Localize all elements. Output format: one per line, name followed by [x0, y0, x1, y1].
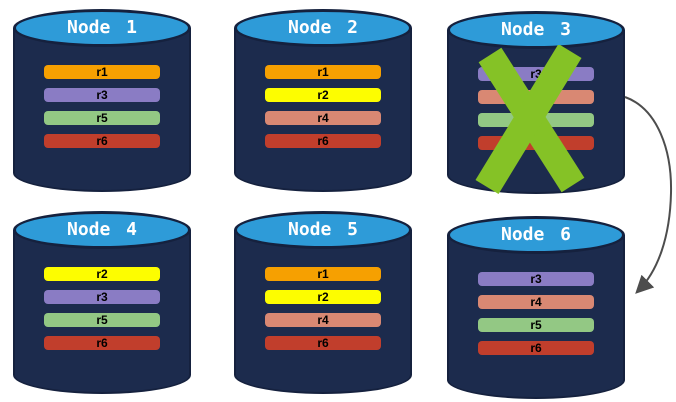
- replica-label: r6: [530, 341, 542, 355]
- replica-label: r2: [96, 267, 108, 281]
- replica-list: r2 r3 r5 r6: [44, 267, 160, 359]
- replica-bar-r6: r6: [44, 336, 160, 350]
- replica-bar-r5: r5: [44, 313, 160, 327]
- replica-label: r6: [317, 336, 329, 350]
- cylinder-top: Node 5: [234, 211, 412, 249]
- node-title: Node 6: [500, 224, 572, 245]
- replica-label: r6: [317, 134, 329, 148]
- node-5-cylinder: Node 5 r1 r2 r4 r6: [234, 211, 412, 394]
- replica-bar-r1: r1: [44, 65, 160, 79]
- replica-label: r1: [96, 65, 108, 79]
- replica-bar-r3: r3: [478, 272, 594, 286]
- replica-list: r1 r2 r4 r6: [265, 267, 381, 359]
- replica-label: r6: [96, 336, 108, 350]
- cylinder-top: Node 1: [13, 9, 191, 47]
- replica-bar-r2: r2: [265, 290, 381, 304]
- replica-label: r4: [317, 111, 329, 125]
- replica-label: r1: [317, 65, 329, 79]
- cylinder-top: Node 2: [234, 9, 412, 47]
- replica-label: r3: [530, 272, 542, 286]
- replica-list: r1 r2 r4 r6: [265, 65, 381, 157]
- replica-bar-r5: r5: [44, 111, 160, 125]
- replica-bar-r3: r3: [44, 290, 160, 304]
- node-4-cylinder: Node 4 r2 r3 r5 r6: [13, 211, 191, 394]
- replica-bar-r4: r4: [478, 295, 594, 309]
- cylinder-top: Node 4: [13, 211, 191, 249]
- replica-list: r1 r3 r5 r6: [44, 65, 160, 157]
- replica-bar-r4: r4: [265, 111, 381, 125]
- replica-label: r3: [530, 67, 542, 81]
- replica-label: r3: [96, 88, 108, 102]
- replica-bar-r2: r2: [44, 267, 160, 281]
- node-2-cylinder: Node 2 r1 r2 r4 r6: [234, 9, 412, 192]
- replica-label: r1: [317, 267, 329, 281]
- node-title: Node 4: [66, 219, 138, 240]
- replica-bar-r1: r1: [265, 65, 381, 79]
- replica-label: r6: [96, 134, 108, 148]
- replica-bar-r2: r2: [265, 88, 381, 102]
- replica-bar-r6: r6: [265, 134, 381, 148]
- replica-label: r5: [96, 313, 108, 327]
- node-title: Node 3: [500, 19, 572, 40]
- node-title: Node 5: [287, 219, 359, 240]
- replica-bar-r4: r4: [265, 313, 381, 327]
- replica-bar-r6: r6: [44, 134, 160, 148]
- failover-arrow-icon: [624, 96, 673, 294]
- replica-bar-r1: r1: [265, 267, 381, 281]
- node-title: Node 1: [66, 17, 138, 38]
- replica-bar-r6: r6: [478, 341, 594, 355]
- replica-list: r3 r4 r5 r6: [478, 272, 594, 364]
- node-failure-x-icon: [475, 45, 585, 195]
- replica-label: r4: [530, 295, 542, 309]
- node-6-cylinder: Node 6 r3 r4 r5 r6: [447, 216, 625, 399]
- replica-label: r4: [317, 313, 329, 327]
- replica-label: r3: [96, 290, 108, 304]
- replica-bar-r6: r6: [265, 336, 381, 350]
- replica-label: r5: [96, 111, 108, 125]
- replica-bar-r3: r3: [44, 88, 160, 102]
- node-title: Node 2: [287, 17, 359, 38]
- cylinder-top: Node 6: [447, 216, 625, 254]
- replica-label: r2: [317, 290, 329, 304]
- replica-bar-r5: r5: [478, 318, 594, 332]
- cylinder-top: Node 3: [447, 11, 625, 49]
- replica-label: r2: [317, 88, 329, 102]
- replica-label: r5: [530, 318, 542, 332]
- node-1-cylinder: Node 1 r1 r3 r5 r6: [13, 9, 191, 192]
